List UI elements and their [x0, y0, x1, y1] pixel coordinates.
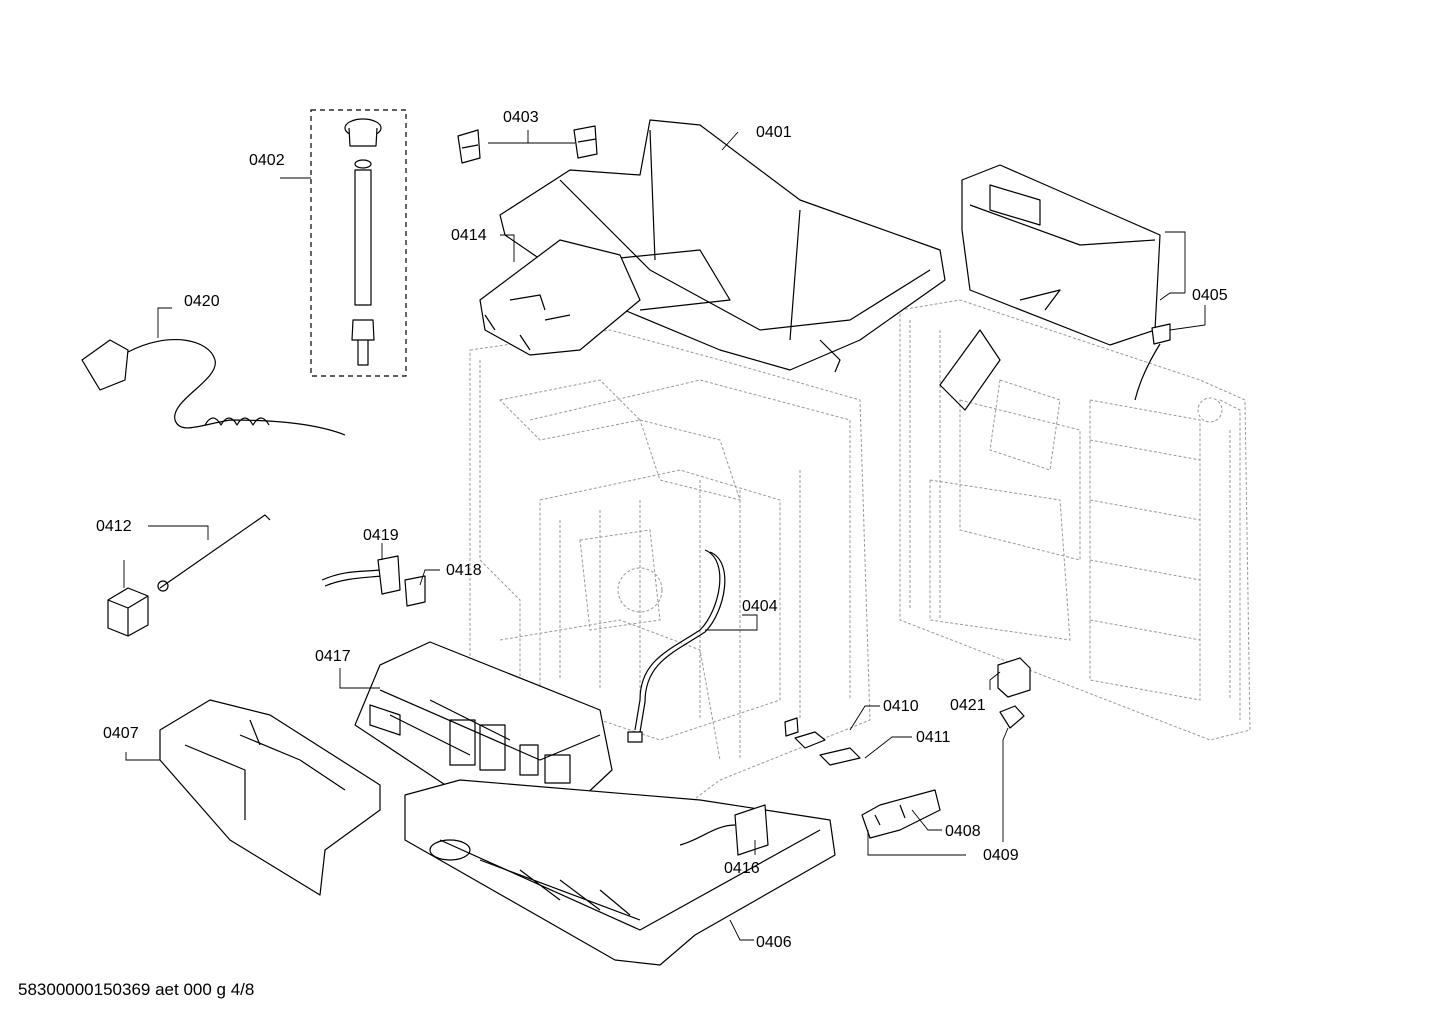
- document-reference-footer: 58300000150369 aet 000 g 4/8: [18, 980, 255, 999]
- frame-part: [159, 699, 381, 896]
- label-0409: 0409: [983, 847, 1019, 864]
- label-0418: 0418: [446, 562, 482, 579]
- small-parts-group: [784, 717, 861, 766]
- label-0410: 0410: [883, 698, 919, 715]
- label-0402: 0402: [249, 152, 285, 169]
- label-0414: 0414: [451, 227, 487, 244]
- mounting-bracket-part: [479, 239, 641, 356]
- label-0408: 0408: [945, 823, 981, 840]
- power-cord-part: [81, 339, 346, 436]
- axle-assembly-group: [310, 109, 407, 377]
- dosing-unit-part: [939, 164, 1171, 411]
- label-0417: 0417: [315, 648, 351, 665]
- label-0412: 0412: [96, 518, 132, 535]
- label-0407: 0407: [103, 725, 139, 742]
- back-panel-ghost: [899, 299, 1251, 741]
- label-0411: 0411: [916, 729, 951, 746]
- label-0401: 0401: [756, 124, 792, 141]
- cable-harness-part: [627, 549, 726, 743]
- cover-clips-part: [457, 125, 598, 164]
- switch-assembly-part: [321, 555, 426, 607]
- label-0405: 0405: [1192, 287, 1228, 304]
- label-0403: 0403: [503, 109, 539, 126]
- label-0406: 0406: [756, 934, 792, 951]
- label-0421: 0421: [950, 697, 986, 714]
- label-0420: 0420: [184, 293, 220, 310]
- label-0419: 0419: [363, 527, 399, 544]
- latch-parts-group: [861, 657, 1031, 839]
- leader-lines: [123, 130, 1206, 941]
- top-cover-part: [499, 119, 946, 373]
- label-0416: 0416: [724, 860, 760, 877]
- small-pcb-part: [679, 804, 769, 856]
- part-labels: 0401 0402 0403 0404 0405 0406 0407 0408 …: [96, 109, 1228, 951]
- label-0404: 0404: [742, 598, 778, 615]
- rod-and-block-part: [107, 514, 271, 637]
